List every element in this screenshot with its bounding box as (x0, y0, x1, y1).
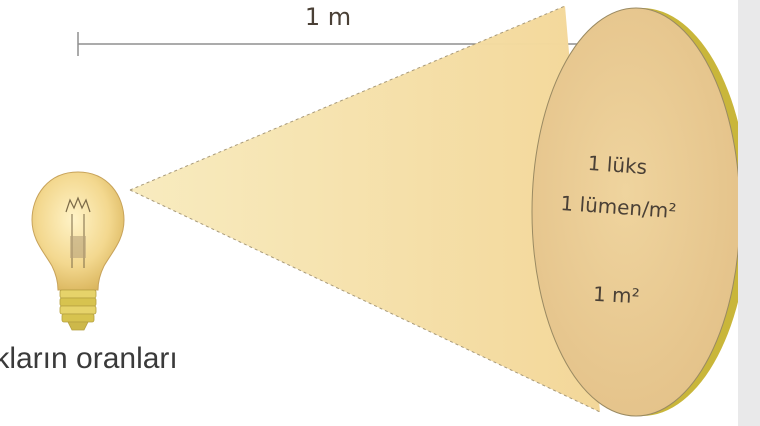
distance-label: 1 m (305, 3, 351, 31)
caption-text: ıkların oranları (0, 334, 320, 384)
light-beam (130, 6, 600, 412)
illuminated-surface: 1 lüks 1 lümen/m² 1 m² (531, 7, 749, 417)
right-sidebar (738, 0, 760, 426)
light-bulb-icon (31, 171, 125, 331)
caption-label: ıkların oranları (0, 342, 178, 375)
surface-line-area: 1 m² (592, 282, 640, 308)
surface-line-lux: 1 lüks (587, 151, 648, 179)
